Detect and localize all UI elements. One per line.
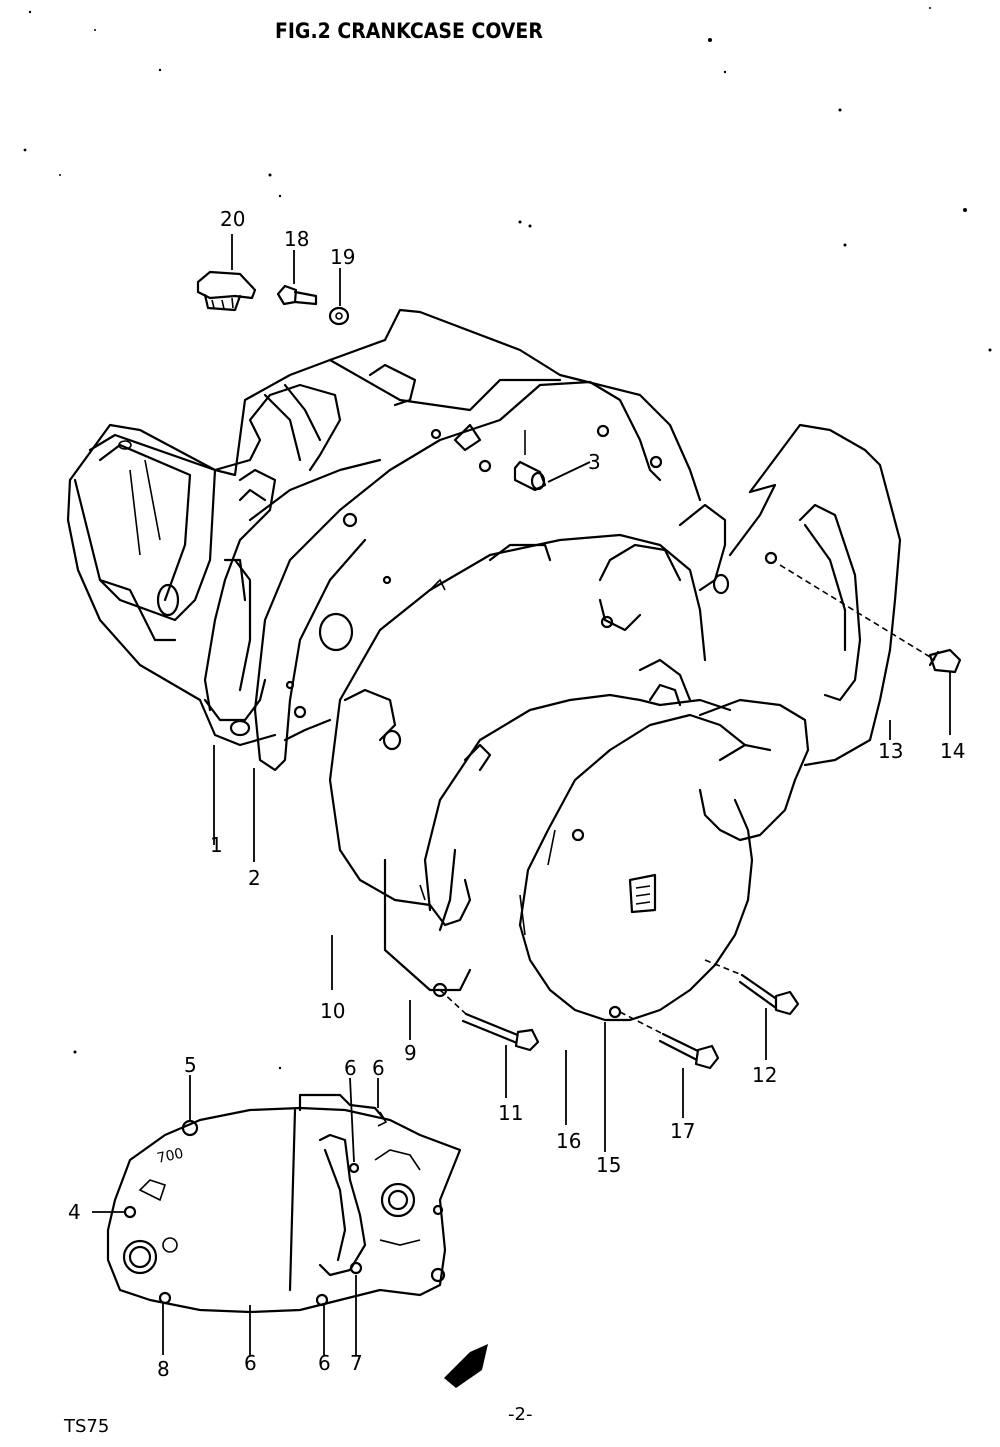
callout-17: 17 (670, 1119, 695, 1143)
cover-inner-inset: 700 (106, 1093, 462, 1314)
page-number: -2- (508, 1404, 532, 1425)
cover-gasket (423, 693, 642, 936)
guard-plate (728, 423, 902, 767)
callout-6-top-left: 6 (344, 1056, 357, 1080)
magneto-cover (328, 503, 730, 998)
magneto-outer-cover (518, 683, 810, 1022)
callout-13: 13 (878, 739, 903, 763)
callout-15: 15 (596, 1153, 621, 1177)
callout-4: 4 (68, 1200, 81, 1224)
callout-11: 11 (498, 1101, 523, 1125)
cover-screw-long (738, 973, 800, 1016)
callout-6-top-right: 6 (372, 1056, 385, 1080)
callout-3: 3 (588, 450, 601, 474)
crankcase-gasket (253, 380, 663, 772)
callout-5: 5 (184, 1053, 197, 1077)
callout-16: 16 (556, 1129, 581, 1153)
guard-screw (928, 648, 962, 674)
washer-19 (328, 306, 350, 326)
callout-1: 1 (210, 833, 223, 857)
dowel-pin (513, 460, 547, 492)
callout-12: 12 (752, 1063, 777, 1087)
callout-10: 10 (320, 999, 345, 1023)
alignment-lines (439, 564, 936, 1035)
cover-bolt (461, 1012, 540, 1052)
callout-6-bottom-right: 6 (318, 1351, 331, 1375)
oil-filler-cap (196, 270, 257, 312)
figure-title: FIG.2 CRANKCASE COVER (275, 19, 543, 43)
crankcase-body (66, 308, 702, 747)
model-code: TS75 (63, 1416, 109, 1437)
callout-leaders (92, 234, 951, 1355)
inset-mark: 700 (156, 1146, 185, 1167)
callout-numbers: 20 18 19 3 1 2 10 9 11 16 15 17 12 13 14… (68, 207, 965, 1381)
callout-6-bottom-left: 6 (244, 1351, 257, 1375)
callout-8: 8 (157, 1357, 170, 1381)
callout-19: 19 (330, 245, 355, 269)
stamp-mark (444, 1344, 488, 1388)
callout-7: 7 (350, 1351, 363, 1375)
callout-2: 2 (248, 866, 261, 890)
callout-20: 20 (220, 207, 245, 231)
callout-18: 18 (284, 227, 309, 251)
bolt-18 (276, 284, 318, 306)
callout-9: 9 (404, 1041, 417, 1065)
cover-screw-short (658, 1032, 720, 1070)
scan-noise (23, 7, 992, 1070)
callout-14: 14 (940, 739, 965, 763)
